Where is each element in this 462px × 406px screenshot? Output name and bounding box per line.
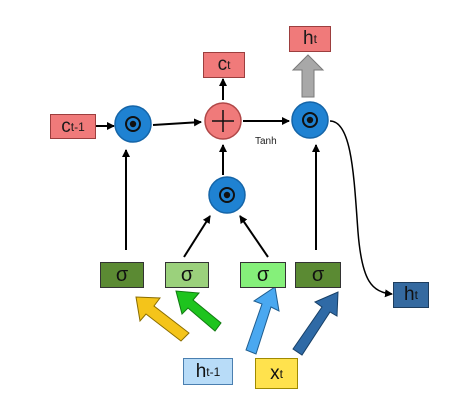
candidate-gate-symbol: σ (256, 263, 270, 286)
add-plus-icon (204, 102, 242, 140)
arrow-tanh-gate-diag (239, 215, 269, 258)
candidate-gate: σ (240, 262, 286, 288)
ht-right-main: h (404, 284, 415, 305)
h-prev-sub: t-1 (206, 364, 221, 379)
arrow-output-to-ht-right (329, 120, 393, 298)
ht-top-sub: t (313, 32, 317, 46)
c-prev-main: c (61, 115, 71, 137)
green-input-arrow (175, 290, 222, 332)
output-up-arrow (291, 54, 325, 98)
ct-sub: t (227, 58, 231, 72)
darkblue-input-arrow (292, 291, 339, 356)
ht-top-main: h (303, 28, 314, 49)
ht-right-sub: t (414, 288, 418, 302)
forget-gate-symbol: σ (115, 263, 129, 286)
c-prev-sub: t-1 (70, 119, 85, 134)
tanh-label: Tanh (255, 136, 277, 147)
output-gate-symbol: σ (311, 263, 325, 286)
lightblue-input-arrow (245, 286, 280, 355)
ct-main: c (217, 54, 228, 75)
arrow-forget-to-add (152, 118, 202, 127)
output-gate: σ (295, 262, 341, 288)
output-multiply-icon (291, 101, 329, 139)
forget-gate: σ (100, 262, 144, 288)
forget-multiply-icon (114, 105, 152, 143)
h-prev-main: h (195, 360, 207, 382)
arrow-input-gate-diag (183, 215, 211, 258)
input-gate-symbol: σ (180, 263, 194, 286)
xt-sub: t (279, 366, 283, 381)
input-multiply-icon (208, 176, 246, 214)
xt-main: x (270, 362, 280, 384)
yellow-input-arrow (135, 296, 190, 342)
input-gate: σ (165, 262, 209, 288)
